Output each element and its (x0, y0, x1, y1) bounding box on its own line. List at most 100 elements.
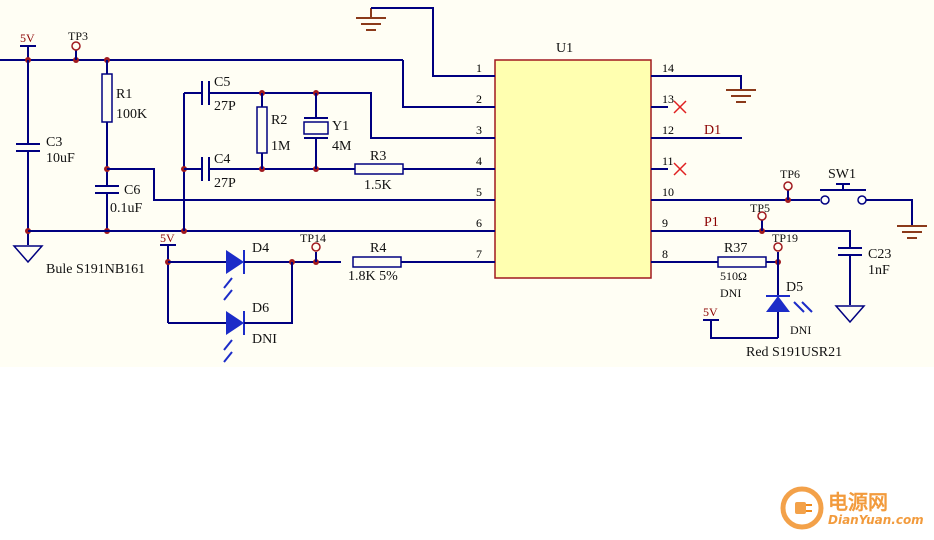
c3-value: 10uF (46, 151, 75, 166)
wire-sw1-gnd (866, 199, 913, 226)
pin-7: 7 (476, 247, 482, 261)
watermark-url: DianYuan.com (828, 513, 924, 527)
ground-triangle-c23 (834, 305, 866, 324)
y1-value: 4M (332, 139, 352, 154)
net-label-d1: D1 (704, 123, 721, 138)
ground-symbol-top (356, 8, 386, 31)
r37-value: 510Ω (720, 269, 747, 283)
resistor-r3 (354, 163, 404, 175)
watermark-cn: 电源网 (828, 490, 888, 514)
pin-12: 12 (662, 123, 674, 137)
no-connect-pin13 (673, 100, 687, 114)
r3-ref: R3 (370, 149, 386, 164)
c6-value: 0.1uF (110, 201, 143, 216)
ground-triangle-left (12, 245, 44, 264)
c4-ref: C4 (214, 152, 230, 167)
ic-u1-ref: U1 (556, 41, 573, 56)
tp6-label: TP6 (780, 167, 800, 181)
c6-ref: C6 (124, 183, 140, 198)
capacitor-c23 (838, 247, 862, 256)
pin-6: 6 (476, 216, 482, 230)
led-d6 (223, 311, 245, 363)
resistor-r1 (101, 73, 113, 123)
r37-dni: DNI (720, 286, 741, 300)
resistor-r37 (717, 256, 767, 268)
plug-icon (780, 486, 824, 530)
vcc-label-d5: 5V (703, 305, 718, 319)
d5-part: Red S191USR21 (746, 345, 842, 360)
r1-ref: R1 (116, 87, 132, 102)
tp3-label: TP3 (68, 29, 88, 43)
capacitor-c6 (95, 185, 119, 194)
switch-sw1 (820, 183, 867, 205)
blue-led-note: Bule S191NB161 (46, 262, 145, 277)
d6-dni: DNI (252, 332, 277, 347)
pin-9: 9 (662, 216, 668, 230)
resistor-r4 (352, 256, 402, 268)
vcc-label-led: 5V (160, 231, 175, 245)
wire-pin3 (209, 92, 478, 139)
vcc-label-top: 5V (20, 31, 35, 45)
tp6-marker (783, 181, 793, 191)
wire-pin5 (107, 168, 478, 201)
r4-ref: R4 (370, 241, 386, 256)
wire-pin14 (668, 75, 742, 90)
capacitor-c3 (16, 143, 40, 152)
led-d5 (766, 295, 813, 313)
tp5-label: TP5 (750, 201, 770, 215)
pin-4: 4 (476, 154, 482, 168)
ground-symbol-pin14 (726, 89, 756, 103)
pin-10: 10 (662, 185, 674, 199)
tp5-marker (757, 211, 767, 221)
schematic-diagram: U1 1 2 3 4 5 6 7 8 9 10 11 12 13 14 (0, 7, 927, 363)
c4-value: 27P (214, 176, 236, 191)
tp19-label: TP19 (772, 231, 798, 245)
led-d4 (223, 250, 245, 301)
net-label-p1: P1 (704, 215, 719, 230)
d5-ref: D5 (786, 280, 803, 295)
pin-1: 1 (476, 61, 482, 75)
ic-right-pins: 8 9 10 11 12 13 14 (651, 61, 674, 263)
pin-14: 14 (662, 61, 674, 75)
r3-value: 1.5K (364, 178, 392, 193)
pin-5: 5 (476, 185, 482, 199)
r37-ref: R37 (724, 241, 747, 256)
tp14-label: TP14 (300, 231, 326, 245)
pin-13: 13 (662, 92, 674, 106)
d5-dni: DNI (790, 323, 811, 337)
wire-d5-5v (710, 320, 778, 339)
watermark-logo: 电源网 DianYuan.com (780, 484, 930, 532)
r2-value: 1M (271, 139, 291, 154)
ground-symbol-sw1 (897, 225, 927, 239)
crystal-y1 (303, 117, 329, 139)
sw1-label: SW1 (828, 167, 856, 182)
c5-ref: C5 (214, 75, 230, 90)
y1-ref: Y1 (332, 119, 349, 134)
tp19-marker (773, 242, 783, 252)
capacitor-c4 (201, 157, 210, 181)
wire-pin1 (371, 7, 478, 77)
tp14-marker (311, 242, 321, 252)
d6-ref: D6 (252, 301, 269, 316)
r4-value: 1.8K 5% (348, 269, 398, 284)
wire-pin2 (402, 60, 478, 108)
no-connect-pin11 (673, 162, 687, 176)
c5-value: 27P (214, 99, 236, 114)
d4-ref: D4 (252, 241, 269, 256)
r1-value: 100K (116, 107, 147, 122)
tp3-marker (71, 41, 81, 51)
pin-8: 8 (662, 247, 668, 261)
pin-11: 11 (662, 154, 674, 168)
resistor-r2 (256, 106, 268, 154)
c3-ref: C3 (46, 135, 62, 150)
pin-2: 2 (476, 92, 482, 106)
schematic-panel: U1 1 2 3 4 5 6 7 8 9 10 11 12 13 14 (0, 0, 934, 367)
ic-left-pins: 1 2 3 4 5 6 7 (476, 61, 495, 263)
wire-pin9 (668, 230, 851, 248)
r2-ref: R2 (271, 113, 287, 128)
ic-u1-body (494, 59, 652, 279)
capacitor-c5 (201, 81, 210, 105)
pin-3: 3 (476, 123, 482, 137)
c23-ref: C23 (868, 247, 891, 262)
c23-value: 1nF (868, 263, 890, 278)
